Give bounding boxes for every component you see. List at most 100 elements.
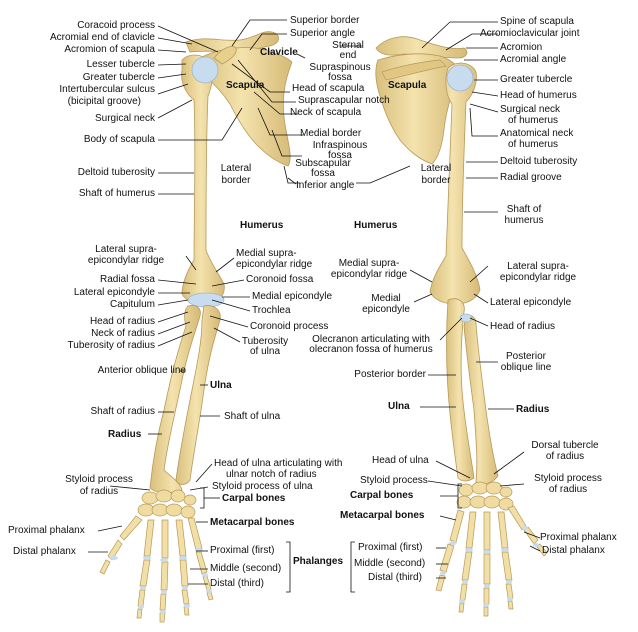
- label-proximal-phalanx-left: Proximal phalanx: [8, 525, 85, 536]
- label-medial-supra-right-1: Medial supra-: [338, 258, 400, 269]
- posterior-view: [375, 36, 548, 617]
- label-medial-supra-left-1: Medial supra-: [236, 248, 297, 259]
- label-coracoid-process: Coracoid process: [77, 20, 155, 31]
- label-styloid-radius-right-2: of radius: [548, 484, 588, 495]
- label-humerus-right: Humerus: [354, 220, 398, 231]
- label-medial-epicondyle-left: Medial epicondyle: [252, 291, 333, 302]
- label-deltoid-tuberosity-right: Deltoid tuberosity: [500, 156, 578, 167]
- left-coracoid: [213, 46, 237, 65]
- label-supraspinous-fossa-1: Supraspinous: [309, 62, 371, 73]
- label-scapula-right: Scapula: [388, 80, 427, 91]
- label-coronoid-fossa: Coronoid fossa: [246, 274, 314, 285]
- label-head-of-radius-left: Head of radius: [89, 316, 155, 327]
- label-phalanges-middle-right: Middle (second): [354, 558, 426, 569]
- label-acromial-end-clavicle: Acromial end of clavicle: [49, 32, 155, 43]
- label-posterior-oblique-2: oblique line: [500, 362, 552, 373]
- label-superior-angle: Superior angle: [290, 28, 356, 39]
- label-shaft-of-humerus-right-2: humerus: [504, 215, 544, 226]
- label-surgical-neck-right-1: Surgical neck: [500, 104, 561, 115]
- right-carpals: [456, 481, 514, 511]
- label-ulna-left: Ulna: [210, 380, 232, 391]
- label-intertubercular-sulcus: Intertubercular sulcus: [59, 84, 155, 95]
- label-neck-of-scapula: Neck of scapula: [290, 107, 362, 118]
- label-surgical-neck-right-2: of humerus: [508, 115, 559, 126]
- label-bicipital-groove: (bicipital groove): [67, 96, 141, 107]
- label-styloid-process-right: Styloid process: [360, 475, 428, 486]
- label-phalanges-proximal-left: Proximal (first): [210, 545, 275, 556]
- label-phalanges-proximal-right: Proximal (first): [358, 542, 423, 553]
- anterior-view: [99, 31, 293, 623]
- label-lateral-supra-right-2: epicondylar ridge: [499, 272, 577, 283]
- label-distal-phalanx-right: Distal phalanx: [542, 545, 605, 556]
- label-lateral-epicondyle-left: Lateral epicondyle: [73, 287, 155, 298]
- label-head-of-ulna-right: Head of ulna: [372, 455, 429, 466]
- right-humeral-head-cartilage: [446, 64, 474, 92]
- left-radius: [149, 305, 201, 494]
- label-distal-phalanx-left: Distal phalanx: [13, 546, 76, 557]
- label-dorsal-tubercle-2: of radius: [545, 451, 585, 462]
- label-capitulum: Capitulum: [109, 299, 155, 310]
- label-head-of-humerus-right: Head of humerus: [500, 90, 577, 101]
- label-medial-border: Medial border: [300, 128, 362, 139]
- right-joint-caps: [440, 526, 539, 607]
- label-greater-tubercle-left: Greater tubercle: [82, 72, 155, 83]
- label-tuberosity-of-ulna-1: Tuberosity: [241, 336, 289, 347]
- label-radius-left: Radius: [108, 429, 142, 440]
- label-trochlea: Trochlea: [252, 305, 291, 316]
- right-olecranon-cartilage: [459, 313, 473, 323]
- label-medial-epicondyle-right-2: epicondyle: [362, 304, 410, 315]
- label-radius-right: Radius: [516, 404, 550, 415]
- label-styloid-radius-right-1: Styloid process: [534, 473, 602, 484]
- label-greater-tubercle-right: Greater tubercle: [500, 74, 573, 85]
- label-shaft-of-radius: Shaft of radius: [90, 406, 155, 417]
- label-spine-of-scapula: Spine of scapula: [500, 16, 574, 27]
- left-carpals: [137, 489, 197, 519]
- label-phalanges: Phalanges: [293, 556, 344, 567]
- label-radial-groove: Radial groove: [500, 172, 562, 183]
- label-head-of-radius-right: Head of radius: [490, 321, 556, 332]
- label-carpal-bones-right: Carpal bones: [350, 490, 414, 501]
- label-shaft-of-ulna: Shaft of ulna: [224, 411, 281, 422]
- label-suprascapular-notch: Suprascapular notch: [298, 95, 390, 106]
- label-lateral-border-right-1: Lateral: [420, 163, 452, 174]
- label-shaft-of-humerus-right-1: Shaft of: [506, 204, 542, 215]
- label-anatomical-neck-1: Anatomical neck: [500, 128, 574, 139]
- right-ulna: [446, 298, 475, 482]
- label-sternal-end-1: Sternal: [332, 40, 364, 51]
- label-infraspinous-fossa-1: Infraspinous: [312, 140, 368, 151]
- label-tuberosity-of-ulna-2: of ulna: [249, 346, 281, 357]
- label-superior-border: Superior border: [290, 15, 360, 26]
- label-scapula-left: Scapula: [226, 80, 265, 91]
- label-lateral-border-right-2: border: [421, 175, 451, 186]
- label-dorsal-tubercle-1: Dorsal tubercle: [531, 440, 599, 451]
- label-lateral-supra-right-1: Lateral supra-: [507, 261, 569, 272]
- label-posterior-border: Posterior border: [354, 369, 426, 380]
- label-styloid-process-of-ulna: Styloid process of ulna: [212, 481, 313, 492]
- label-metacarpal-bones-left: Metacarpal bones: [210, 517, 295, 528]
- label-metacarpal-bones-right: Metacarpal bones: [340, 510, 425, 521]
- label-phalanges-distal-left: Distal (third): [210, 578, 264, 589]
- label-head-of-ulna-articulating-1: Head of ulna articulating with: [214, 458, 343, 469]
- label-anterior-oblique-line: Anterior oblique line: [97, 365, 186, 376]
- label-surgical-neck-left: Surgical neck: [94, 113, 155, 124]
- right-scapula-spine: [381, 59, 447, 81]
- label-neck-of-radius: Neck of radius: [91, 328, 155, 339]
- label-posterior-oblique-1: Posterior: [505, 351, 546, 362]
- label-medial-supra-left-2: epicondylar ridge: [236, 259, 313, 270]
- left-joint-caps: [110, 548, 212, 614]
- label-tuberosity-of-radius: Tuberosity of radius: [67, 340, 155, 351]
- right-humerus: [429, 62, 481, 305]
- label-lateral-border-left-2: border: [221, 175, 251, 186]
- label-phalanges-middle-left: Middle (second): [210, 563, 282, 574]
- left-hand-bones: [99, 515, 214, 623]
- label-acromion-right: Acromion: [500, 42, 543, 53]
- label-subscapular-fossa-1: Subscapular: [295, 158, 351, 169]
- right-hand-bones: [435, 505, 548, 617]
- label-olecranon-1: Olecranon articulating with: [312, 334, 430, 345]
- label-lateral-epicondyle-right: Lateral epicondyle: [490, 297, 572, 308]
- label-subscapular-fossa-2: fossa: [311, 168, 335, 179]
- label-styloid-radius-left-1: Styloid process: [65, 474, 133, 485]
- label-medial-supra-right-2: epicondylar ridge: [330, 269, 408, 280]
